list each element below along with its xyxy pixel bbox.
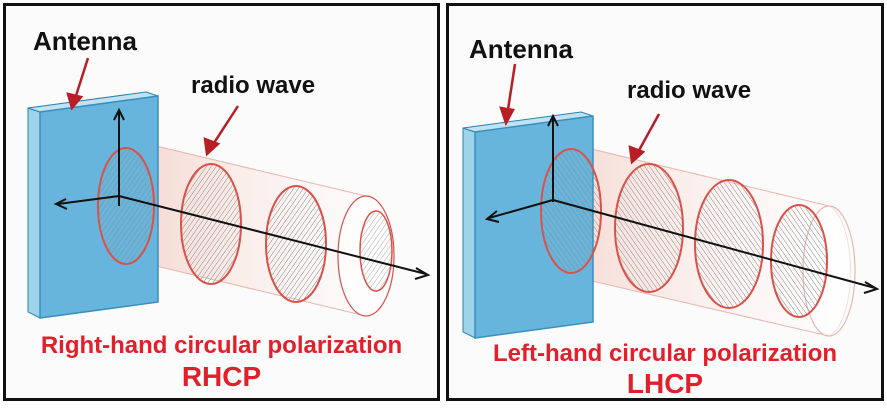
horizontal-axis-arrowhead [53, 198, 68, 210]
antenna-label: Antenna [33, 26, 137, 56]
wave-loop [540, 148, 602, 274]
wave-loop [770, 204, 828, 318]
vertical-axis-arrowhead [547, 113, 559, 127]
label-pointers [499, 63, 661, 165]
wave-loop [359, 210, 393, 292]
wave-loop [97, 147, 155, 265]
radio-wave-label: radio wave [191, 72, 316, 99]
lhcp-illustration [462, 63, 880, 339]
antenna-plate-side [462, 127, 476, 339]
wave-loop [180, 163, 242, 285]
horizontal-axis-back [488, 199, 554, 219]
radio-wave-label: radio wave [627, 77, 752, 104]
polarization-abbreviation: LHCP [626, 368, 704, 399]
polarization-abbreviation: RHCP [181, 361, 262, 392]
wave-pointer [635, 113, 661, 155]
vertical-axis-arrowhead [113, 107, 125, 121]
polarization-caption: Right-hand circular polarization [40, 332, 403, 359]
axes [53, 107, 431, 280]
wave-loops [97, 147, 393, 303]
antenna-label: Antenna [469, 34, 573, 64]
horizontal-axis-back [57, 195, 120, 205]
wave-loop [694, 179, 764, 309]
polarization-caption: Left-hand circular polarization [492, 340, 838, 367]
antenna-pointer-head [66, 92, 84, 111]
antenna-plate-side [27, 107, 41, 319]
wave-loop [614, 163, 684, 293]
rhcp-panel: Antenna radio wave Right-hand circular p… [3, 3, 440, 401]
propagation-axis [552, 199, 876, 289]
wave-pointer-head [628, 145, 646, 165]
wave-pointer-head [203, 137, 221, 157]
wave-pointer [210, 105, 240, 147]
propagation-axis-arrowhead [863, 281, 880, 294]
lhcp-panel: Antenna radio wave Left-hand circular po… [446, 3, 884, 401]
axes [484, 113, 880, 294]
propagation-axis-arrowhead [414, 267, 431, 280]
antenna-pointer [505, 63, 517, 117]
antenna-pointer-head [499, 106, 515, 127]
rhcp-illustration [27, 57, 431, 319]
propagation-axis [118, 195, 427, 275]
horizontal-axis-arrowhead [484, 210, 500, 223]
wave-loop [265, 185, 327, 303]
wave-loops [540, 148, 828, 318]
label-pointers [66, 57, 240, 157]
